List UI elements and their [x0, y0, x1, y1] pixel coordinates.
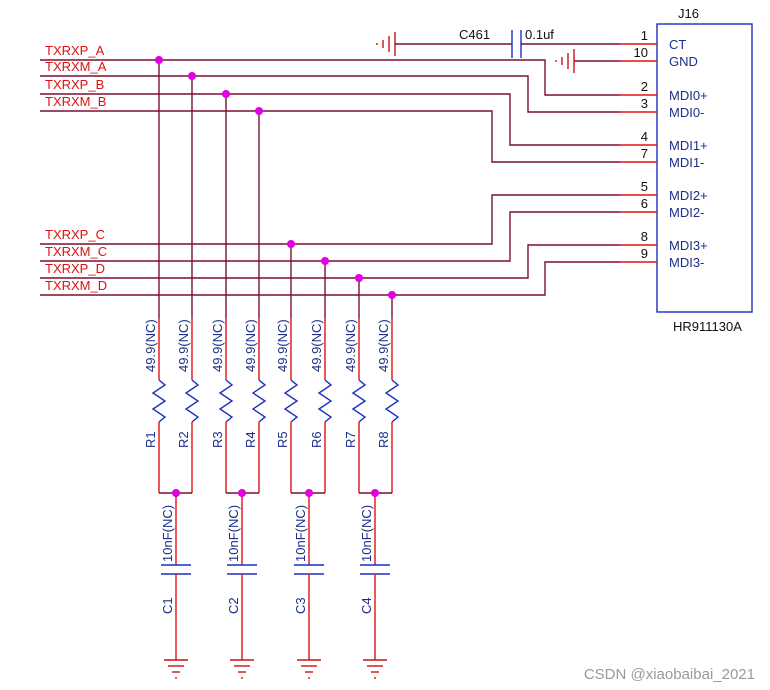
resistor-refdes: R3 [210, 431, 225, 448]
pin-number: 3 [641, 96, 648, 111]
pin-number: 5 [641, 179, 648, 194]
capacitor-c1: 10nF(NC) C1 [160, 493, 191, 679]
capacitor-refdes: C4 [359, 597, 374, 614]
junction-dot [371, 489, 379, 497]
pin-number: 8 [641, 229, 648, 244]
termination-resistors: 49.9(NC) R1 49.9(NC) R2 49.9(NC) R3 49.9… [143, 60, 400, 494]
net-label: TXRXM_C [45, 244, 107, 259]
resistor-value: 49.9(NC) [309, 319, 324, 372]
pin-name: GND [669, 54, 698, 69]
bob-smith-capacitors: 10nF(NC) C1 10nF(NC) C2 [160, 493, 390, 679]
pin-name: MDI2- [669, 205, 704, 220]
pin-name: MDI3+ [669, 238, 708, 253]
pin-number: 2 [641, 79, 648, 94]
pin-name: MDI0+ [669, 88, 708, 103]
net-label: TXRXP_A [45, 43, 105, 58]
connector-j16: J16 HR911130A 1 10 2 3 4 7 5 6 8 9 CT GN… [620, 6, 753, 334]
resistor-r4: 49.9(NC) R4 [243, 318, 267, 493]
resistor-refdes: R8 [376, 431, 391, 448]
resistor-value: 49.9(NC) [343, 319, 358, 372]
resistor-value: 49.9(NC) [376, 319, 391, 372]
pin-name: MDI3- [669, 255, 704, 270]
pin-number: 9 [641, 246, 648, 261]
net-labels: TXRXP_A TXRXM_A TXRXP_B TXRXM_B TXRXP_C … [45, 43, 107, 293]
pin-number: 4 [641, 129, 648, 144]
resistor-value: 49.9(NC) [176, 319, 191, 372]
resistor-refdes: R4 [243, 431, 258, 448]
pin-number: 1 [641, 28, 648, 43]
resistor-refdes: R1 [143, 431, 158, 448]
pin-name: MDI1+ [669, 138, 708, 153]
resistor-refdes: R2 [176, 431, 191, 448]
junction-dots [155, 56, 396, 497]
resistor-refdes: R6 [309, 431, 324, 448]
junction-dot [305, 489, 313, 497]
connector-part-number: HR911130A [673, 319, 742, 334]
connector-refdes: J16 [678, 6, 699, 21]
resistor-r5: 49.9(NC) R5 [275, 318, 299, 493]
net-label: TXRXM_D [45, 278, 107, 293]
pin-name: MDI1- [669, 155, 704, 170]
capacitor-refdes: C3 [293, 597, 308, 614]
capacitor-c3: 10nF(NC) C3 [293, 493, 324, 679]
capacitor-value: 10nF(NC) [160, 505, 175, 562]
capacitor-value: 10nF(NC) [359, 505, 374, 562]
ground-symbol [230, 659, 254, 679]
junction-dot [222, 90, 230, 98]
pin-name: MDI2+ [669, 188, 708, 203]
junction-dot [155, 56, 163, 64]
capacitor-refdes: C2 [226, 597, 241, 614]
resistor-r1: 49.9(NC) R1 [143, 318, 167, 493]
c461-value: 0.1uf [525, 27, 554, 42]
pin-name: CT [669, 37, 686, 52]
junction-dot [238, 489, 246, 497]
resistor-r8: 49.9(NC) R8 [376, 318, 400, 493]
net-label: TXRXP_D [45, 261, 105, 276]
capacitor-value: 10nF(NC) [226, 505, 241, 562]
watermark: CSDN @xiaobaibai_2021 [584, 666, 755, 683]
resistor-r2: 49.9(NC) R2 [176, 318, 200, 493]
capacitor-c4: 10nF(NC) C4 [359, 493, 390, 679]
net-label: TXRXM_A [45, 59, 107, 74]
ground-symbol [363, 659, 387, 679]
resistor-value: 49.9(NC) [210, 319, 225, 372]
capacitor-c2: 10nF(NC) C2 [226, 493, 257, 679]
capacitor-refdes: C1 [160, 597, 175, 614]
junction-dot [388, 291, 396, 299]
resistor-r3: 49.9(NC) R3 [210, 318, 234, 493]
pin-name: MDI0- [669, 105, 704, 120]
ground-symbol [164, 659, 188, 679]
pin-number: 6 [641, 196, 648, 211]
pin-number: 10 [634, 45, 648, 60]
resistor-value: 49.9(NC) [243, 319, 258, 372]
pin-number: 7 [641, 146, 648, 161]
c461-refdes: C461 [459, 27, 490, 42]
resistor-value: 49.9(NC) [275, 319, 290, 372]
resistor-r6: 49.9(NC) R6 [309, 318, 333, 493]
net-label: TXRXP_B [45, 77, 104, 92]
ct-capacitor-c461: C461 0.1uf [376, 27, 620, 73]
resistor-refdes: R5 [275, 431, 290, 448]
junction-dot [255, 107, 263, 115]
junction-dot [321, 257, 329, 265]
resistor-refdes: R7 [343, 431, 358, 448]
junction-dot [287, 240, 295, 248]
capacitor-value: 10nF(NC) [293, 505, 308, 562]
junction-dot [188, 72, 196, 80]
ground-symbol [297, 659, 321, 679]
connector-body [656, 23, 753, 313]
net-label: TXRXP_C [45, 227, 105, 242]
junction-dot [355, 274, 363, 282]
junction-dot [172, 489, 180, 497]
net-label: TXRXM_B [45, 94, 106, 109]
resistor-value: 49.9(NC) [143, 319, 158, 372]
signal-nets [40, 59, 620, 296]
resistor-r7: 49.9(NC) R7 [343, 318, 367, 493]
